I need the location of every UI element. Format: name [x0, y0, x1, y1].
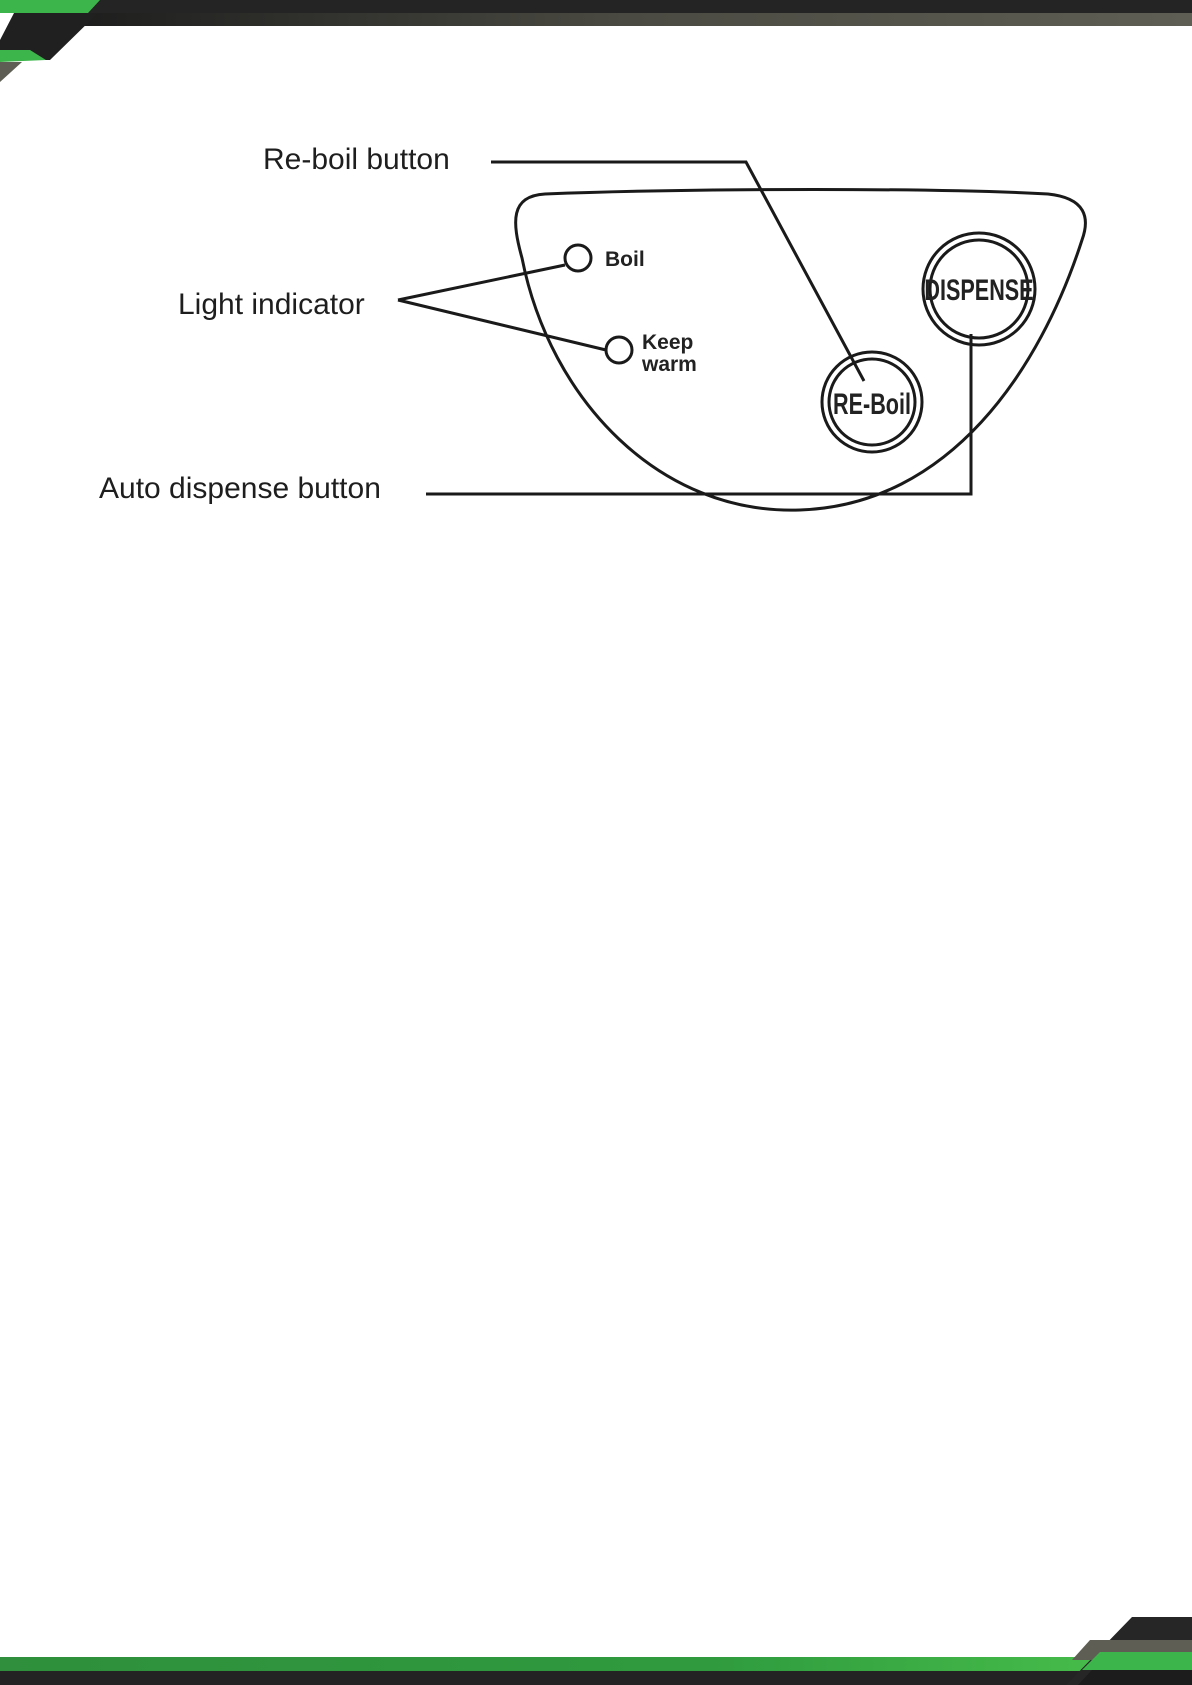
light-indicator-leader-boil [398, 265, 565, 300]
light-indicator-leader-keep-warm [398, 300, 606, 350]
header-decoration [0, 0, 1192, 82]
keep-warm-label-line1: Keep [642, 331, 693, 354]
reboil-callout: Re-boil button [263, 143, 864, 381]
boil-indicator-light [565, 245, 591, 271]
keep-warm-label-line2: warm [641, 353, 697, 376]
dispense-button[interactable]: DISPENSE [923, 233, 1035, 345]
dispense-button-label: DISPENSE [924, 272, 1033, 306]
reboil-button-label: RE-Boil [833, 386, 911, 420]
reboil-callout-label: Re-boil button [263, 143, 450, 176]
keep-warm-indicator-light [606, 337, 632, 363]
auto-dispense-callout-label: Auto dispense button [99, 472, 381, 505]
light-indicator-callout: Light indicator [178, 265, 606, 350]
boil-label: Boil [605, 248, 645, 271]
light-indicator-callout-label: Light indicator [178, 288, 365, 321]
reboil-button[interactable]: RE-Boil [822, 352, 922, 452]
footer-decoration [0, 1617, 1192, 1685]
